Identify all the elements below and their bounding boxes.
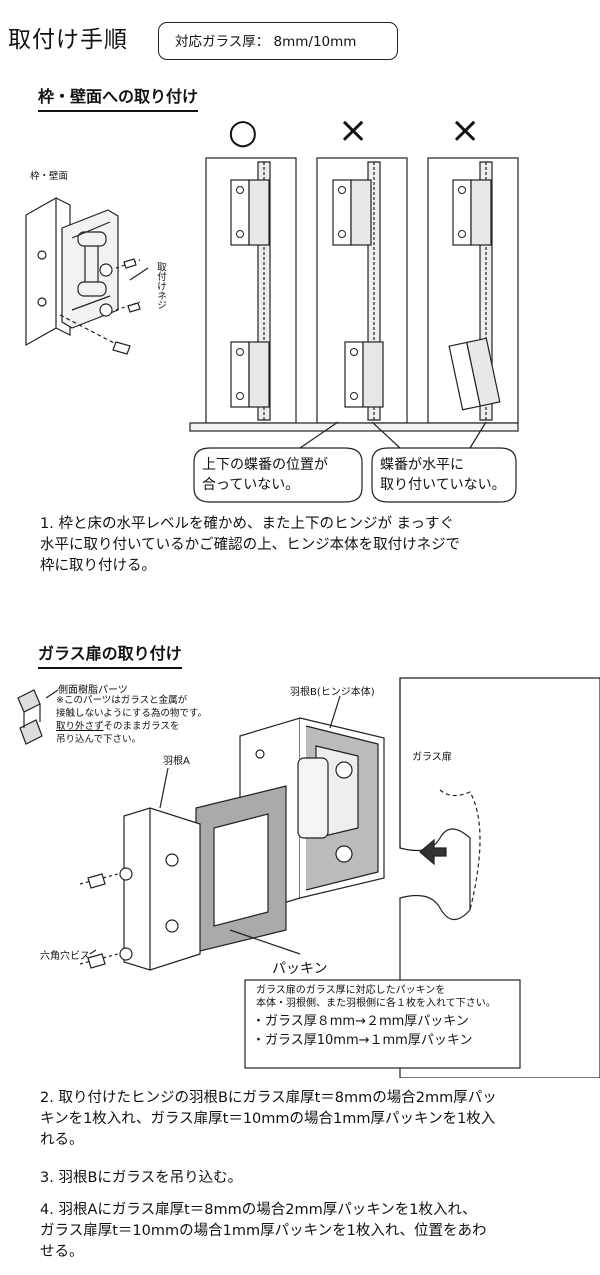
step3-text: 3. 羽根Bにガラスを吊り込む。 [40, 1170, 243, 1186]
step2-line-3: れる。 [40, 1132, 84, 1148]
side-part-note-4: 吊り込んで下さい。 [56, 734, 142, 745]
step4-line-2: ガラス扉厚t＝10mmの場合1mm厚パッキンを1枚入れ、位置をあわ [40, 1223, 487, 1239]
section-frame-mount-heading: 枠・壁面への取り付け [38, 83, 199, 112]
hinge-exploded-illustration [25, 196, 149, 355]
bubble2-text: 蝶番が水平に 取り付いていない。 [380, 455, 506, 495]
step2-text: 2. 取り付けたヒンジの羽根Bにガラス扉厚t＝8mmの場合2mm厚パッ キンを1… [40, 1088, 497, 1151]
packing-bullets: ・ガラス厚８mm→２mm厚パッキン ・ガラス厚10mm→１mm厚パッキン [252, 1012, 472, 1050]
side-resin-part-icon [17, 689, 41, 713]
step1-line-3: 枠に取り付ける。 [40, 558, 156, 574]
bubble2-line-1: 蝶番が水平に [380, 457, 464, 473]
side-resin-part-note: ※このパーツはガラスと金属が 接触しないようにする為の物です。 取り外さずそのま… [56, 694, 207, 746]
step2-line-2: キンを1枚入れ、ガラス扉厚t＝10mmの場合1mm厚パッキンを1枚入 [40, 1111, 496, 1127]
glass-door-mount-diagram [17, 677, 600, 1078]
speech-bubble-1 [193, 421, 363, 503]
side-part-note-3a: 取り外さず [56, 721, 104, 732]
ng-mark-1: × [338, 110, 369, 151]
side-part-note-2: 接触しないようにする為の物です。 [56, 708, 207, 719]
frame-mount-diagram [25, 157, 519, 503]
packing-note: ガラス扉のガラス厚に対応したパッキンを 本体・羽根側、また羽根側に各１枚を入れて… [256, 984, 496, 1010]
step1-line-2: 水平に取り付いているかご確認の上、ヒンジ本体を取付けネジで [40, 537, 461, 553]
bubble2-line-2: 取り付いていない。 [380, 477, 506, 493]
bubble1-text: 上下の蝶番の位置が 合っていない。 [202, 455, 328, 495]
insert-arrow-icon [419, 838, 447, 866]
step4-line-1: 4. 羽根Aにガラス扉厚t＝8mmの場合2mm厚パッキンを1枚入れ、 [40, 1202, 477, 1218]
glass-thickness-spec: 対応ガラス厚： 8mm/10mm [158, 22, 398, 60]
packing-note-line-2: 本体・羽根側、また羽根側に各１枚を入れて下さい。 [256, 998, 496, 1009]
wing-a-label: 羽根A [163, 756, 190, 767]
step4-text: 4. 羽根Aにガラス扉厚t＝8mmの場合2mm厚パッキンを1枚入れ、 ガラス扉厚… [40, 1200, 487, 1263]
frame-wall-label: 枠・壁面 [30, 171, 69, 182]
bubble1-line-1: 上下の蝶番の位置が [202, 457, 328, 473]
glass-door-label: ガラス扉 [412, 752, 452, 763]
bubble1-line-2: 合っていない。 [202, 477, 300, 493]
packing-bullet-1: ・ガラス厚８mm→２mm厚パッキン [252, 1014, 469, 1029]
step1-line-1: 1. 枠と床の水平レベルを確かめ、また上下のヒンジが まっすぐ [40, 516, 454, 532]
step1-text: 1. 枠と床の水平レベルを確かめ、また上下のヒンジが まっすぐ 水平に取り付いて… [40, 514, 460, 577]
side-part-note-3b: そのままガラスを [103, 721, 180, 732]
ng-mark-2: × [450, 110, 481, 151]
screw-heads [236, 186, 466, 400]
side-part-note-1: ※このパーツはガラスと金属が [56, 695, 188, 706]
ok-mark: ○ [228, 112, 258, 152]
hinge-alignment-panels [189, 157, 519, 432]
page-title: 取付け手順 [8, 27, 128, 53]
wing-b-label: 羽根B(ヒンジ本体) [290, 687, 375, 698]
step4-line-3: せる。 [40, 1244, 84, 1260]
packing-note-line-1: ガラス扉のガラス厚に対応したパッキンを [256, 985, 446, 996]
hex-screw-label: 六角穴ビス [40, 951, 90, 962]
speech-bubble-2 [371, 421, 517, 503]
section-glass-door-heading: ガラス扉の取り付け [38, 640, 182, 669]
packing-label: パッキン [272, 961, 328, 977]
packing-bullet-2: ・ガラス厚10mm→１mm厚パッキン [252, 1033, 473, 1048]
mounting-screw-label: 取付けネジ [155, 262, 166, 310]
step2-line-1: 2. 取り付けたヒンジの羽根Bにガラス扉厚t＝8mmの場合2mm厚パッ [40, 1090, 497, 1106]
side-resin-part-title: 側面樹脂パーツ [58, 685, 128, 696]
